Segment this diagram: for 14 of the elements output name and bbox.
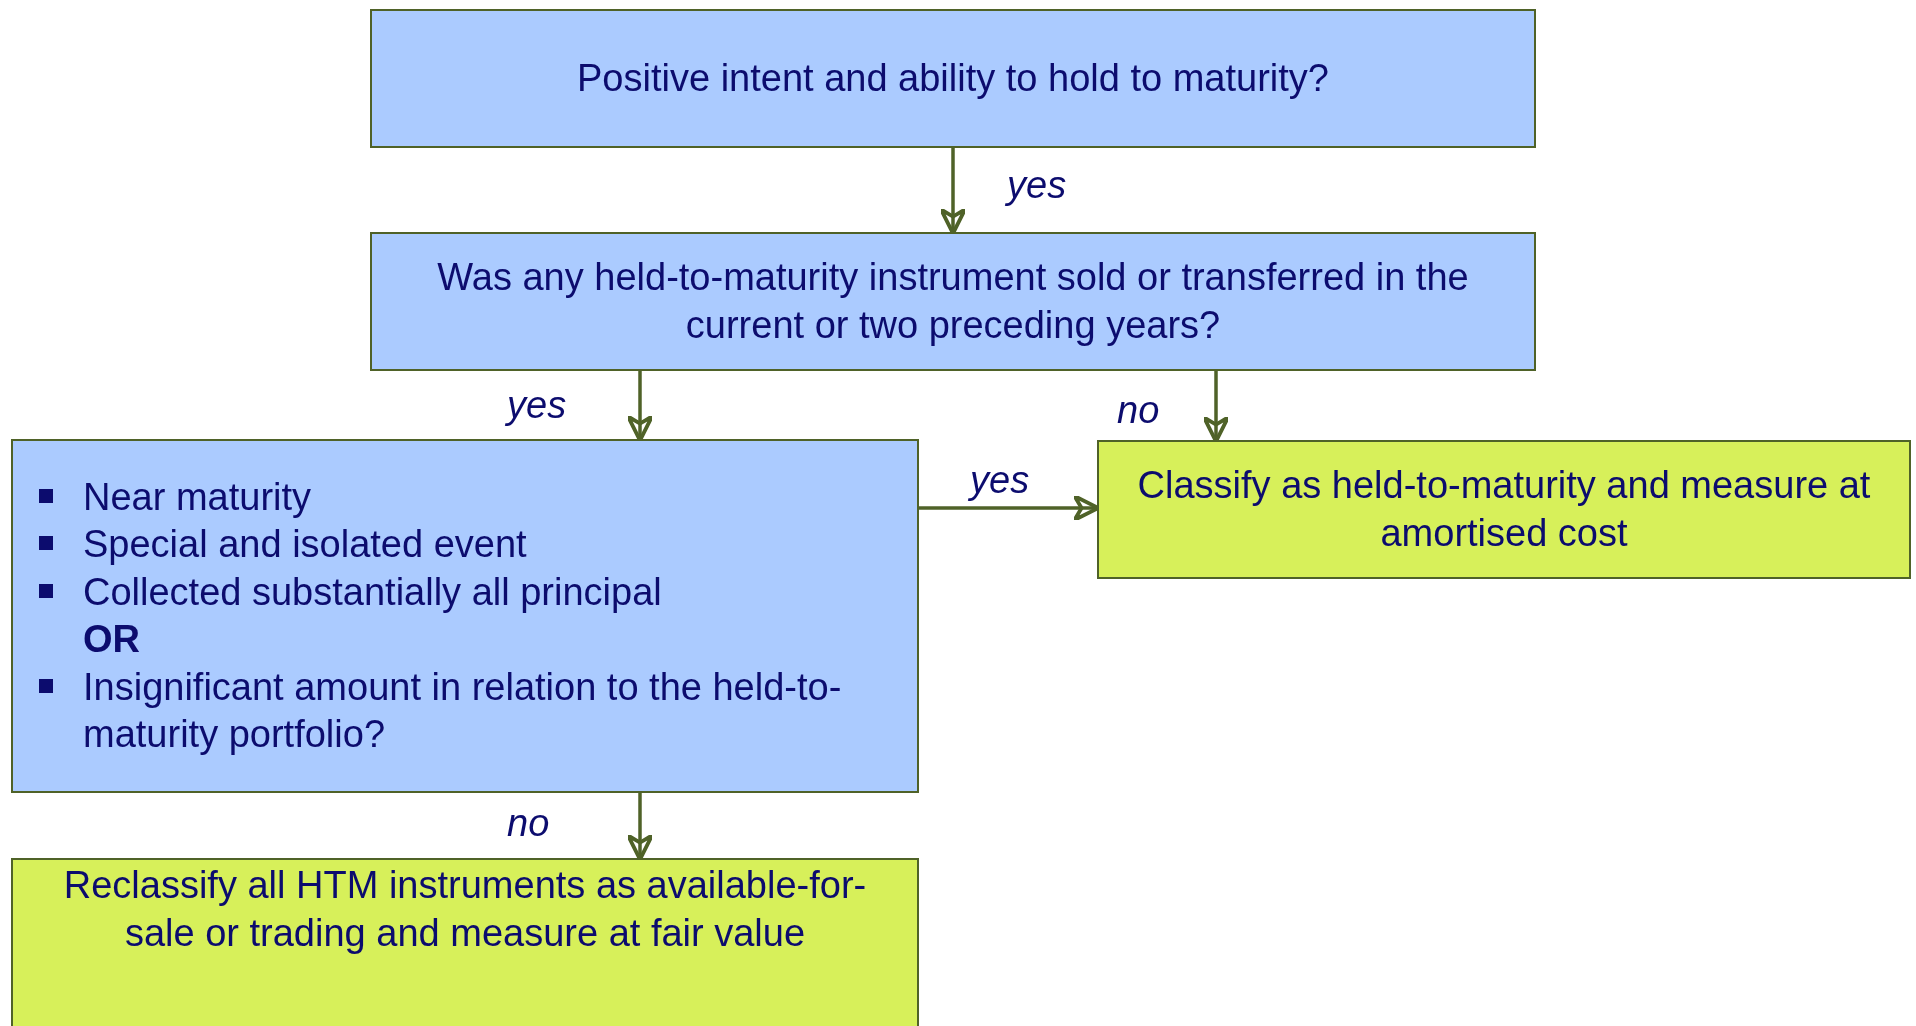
- list-item: Insignificant amount in relation to the held-to-maturity portfolio?: [83, 664, 843, 757]
- decision-box: [370, 232, 1536, 371]
- list-item: Collected substantially all principal: [83, 569, 662, 615]
- list-item: Special and isolated event: [83, 522, 527, 567]
- decision-box: [11, 439, 919, 793]
- connector-word: OR: [83, 617, 141, 662]
- box-text: Reclassify all HTM instruments as available-for-sale or trading and measure at fair value: [62, 863, 868, 956]
- decision-box: [370, 9, 1536, 148]
- box-text: Positive intent and ability to hold to maturity?: [576, 55, 1330, 101]
- box-text: Was any held-to-maturity instrument sold or transferred in the current or two preceding years?: [436, 255, 1470, 348]
- box-text: Classify as held-to-maturity and measure at amortised cost: [1136, 463, 1872, 556]
- outcome-box: [1097, 440, 1911, 579]
- outcome-box: [11, 858, 919, 1026]
- list-item: Near maturity: [83, 474, 312, 520]
